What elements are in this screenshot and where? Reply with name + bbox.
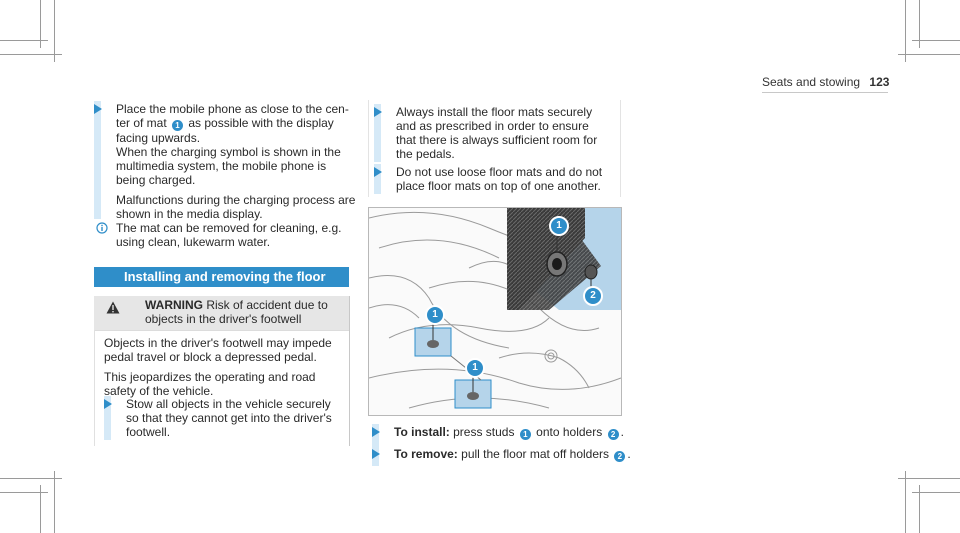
section-title: Installing and removing the floor mats [94, 267, 349, 304]
warning-label: WARNING [145, 298, 203, 312]
crop-mark [0, 40, 48, 41]
column-divider [368, 100, 369, 197]
callout-1-icon: 1 [425, 305, 445, 325]
install-instruction: To install: press studs 1 onto holders 2… [394, 425, 624, 440]
callout-2-icon: 2 [607, 429, 619, 440]
crop-mark [912, 492, 960, 493]
warning-icon [106, 301, 120, 314]
install-label: To install: [394, 425, 450, 439]
step-highlight-bar [372, 424, 379, 466]
warning-body: Objects in the driver's footwell may imp… [104, 336, 332, 398]
header-rule [762, 92, 888, 93]
info-icon [96, 222, 108, 234]
crop-mark [912, 40, 960, 41]
step-install-securely: Always install the floor mats securely a… [396, 105, 598, 161]
step-arrow-icon [374, 107, 382, 117]
column-divider [94, 330, 95, 446]
callout-1-icon: 1 [519, 429, 531, 440]
page-number: 123 [869, 75, 890, 89]
crop-mark [54, 0, 55, 62]
remove-instruction: To remove: pull the floor mat off holder… [394, 447, 631, 462]
warning-text: WARNING Risk of accident due to objects … [145, 298, 328, 326]
step-arrow-icon [372, 427, 380, 437]
crop-mark [919, 485, 920, 533]
warning-body-bar [94, 330, 349, 331]
remove-label: To remove: [394, 447, 458, 461]
crop-mark [905, 0, 906, 62]
callout-1-icon: 1 [172, 120, 184, 131]
footwell-drawing [369, 208, 621, 409]
callout-1-icon: 1 [465, 358, 485, 378]
crop-mark [54, 471, 55, 533]
step-arrow-icon [104, 399, 112, 409]
section-name: Seats and stowing [762, 75, 861, 89]
crop-mark [0, 478, 62, 479]
step-arrow-icon [372, 449, 380, 459]
crop-mark [0, 54, 62, 55]
column-divider [349, 296, 350, 446]
info-note: The mat can be removed for cleaning, e.g… [116, 221, 342, 249]
running-header: Seats and stowing 123 [762, 75, 889, 89]
crop-mark [898, 54, 960, 55]
warning-box [94, 296, 349, 330]
step-no-loose-mats: Do not use loose floor mats and do not p… [396, 165, 603, 193]
step-highlight-bar [104, 396, 111, 440]
crop-mark [919, 0, 920, 48]
floor-mat-illustration: 1 2 1 1 [368, 207, 622, 416]
step-arrow-icon [374, 167, 382, 177]
crop-mark [40, 0, 41, 48]
step-highlight-bar [94, 101, 101, 219]
step-highlight-bar [374, 104, 381, 162]
callout-2-icon: 2 [614, 451, 626, 462]
step-arrow-icon [94, 104, 102, 114]
crop-mark [40, 485, 41, 533]
step-highlight-bar [374, 164, 381, 194]
crop-mark [898, 478, 960, 479]
column-divider [620, 100, 621, 197]
step-stow-objects: Stow all objects in the vehicle securely… [126, 397, 332, 439]
callout-2-icon: 2 [583, 286, 603, 306]
step-place-phone: Place the mobile phone as close to the c… [116, 102, 356, 221]
crop-mark [905, 471, 906, 533]
callout-1-icon: 1 [549, 216, 569, 236]
crop-mark [0, 492, 48, 493]
